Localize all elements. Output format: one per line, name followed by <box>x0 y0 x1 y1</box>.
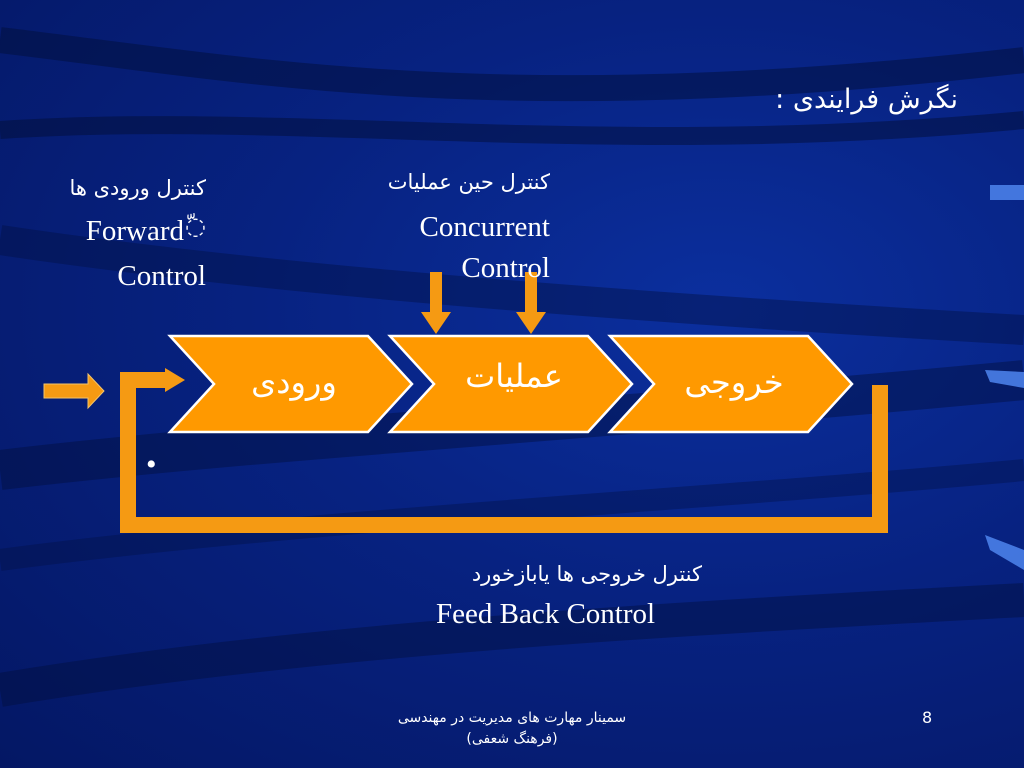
stage-label-operations: عملیات <box>465 357 563 395</box>
stage-chevron-operations <box>387 334 634 434</box>
footer-line2: (فرهنگ شعفی) <box>466 731 558 747</box>
stage-label-output: خروجی <box>684 363 784 401</box>
concurrent-control-fa: کنترل حین عملیات <box>387 170 550 194</box>
forward-control-en-line2: Control <box>117 260 206 292</box>
forward-control-en-line1: Forward <box>85 215 184 247</box>
footer-line1: سمینار مهارت های مدیریت در مهندسی <box>397 710 627 726</box>
slide-title: نگرش فرایندی : <box>775 84 958 115</box>
feedback-loop-arrowhead <box>165 368 185 392</box>
stage-chevron-output <box>607 334 854 434</box>
page-number: 8 <box>922 708 933 727</box>
footer: سمینار مهارت های مدیریت در مهندسی (فرهنگ… <box>362 708 662 750</box>
forward-control-fa: کنترل ورودی ها <box>69 176 206 200</box>
concurrent-control-en-line1: Concurrent <box>419 211 550 243</box>
feedback-control-en: Feed Back Control <box>436 598 656 630</box>
down-arrow-1 <box>421 272 451 334</box>
down-arrow-2 <box>516 272 546 334</box>
concurrent-control-en-line2: Control <box>461 252 550 284</box>
feedback-loop <box>120 372 888 533</box>
stage-label-input: ورودی <box>251 363 337 401</box>
stage-chevron-input <box>167 334 414 434</box>
forward-control-mark: ّ◌ <box>185 212 206 240</box>
bullet-point: • <box>146 448 157 481</box>
entry-arrow <box>43 372 105 410</box>
feedback-control-fa: کنترل خروجی ها یابازخورد <box>471 562 702 586</box>
